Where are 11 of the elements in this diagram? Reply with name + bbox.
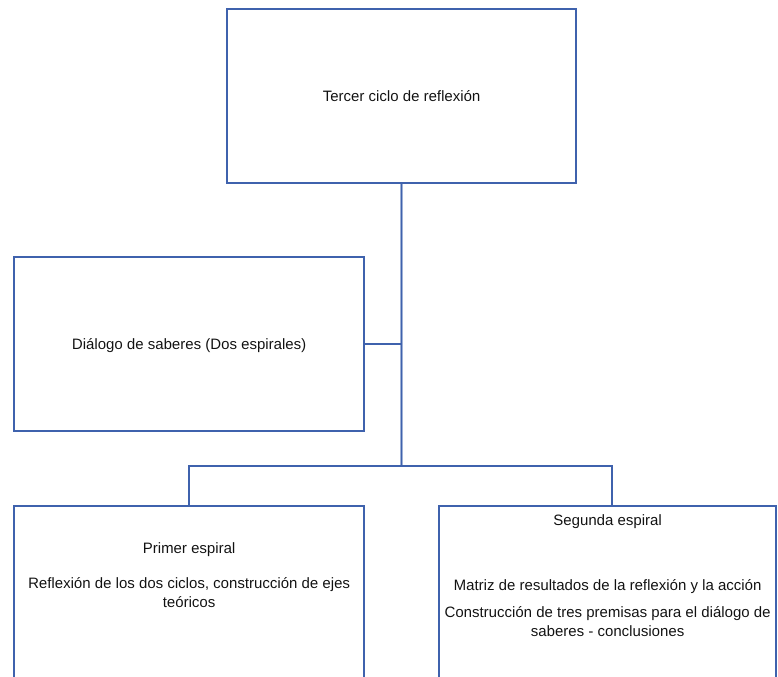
box-heading: Primer espiral [142,539,236,558]
box-text: Tercer ciclo de reflexión [322,86,480,106]
process-box [13,256,365,432]
box-heading: Segunda espiral [553,511,662,530]
box-text: Diálogo de saberes (Dos espirales) [72,334,306,354]
process-box [13,505,365,677]
box-text: Construcción de tres premisas para el diálogo de saberes - conclusiones [443,603,772,641]
process-box [226,8,577,184]
process-box [438,505,777,677]
box-text: Reflexión de los dos ciclos, construcción de ejes teóricos [27,574,351,612]
box-text: Matriz de resultados de la reflexión y la acción [454,576,762,595]
